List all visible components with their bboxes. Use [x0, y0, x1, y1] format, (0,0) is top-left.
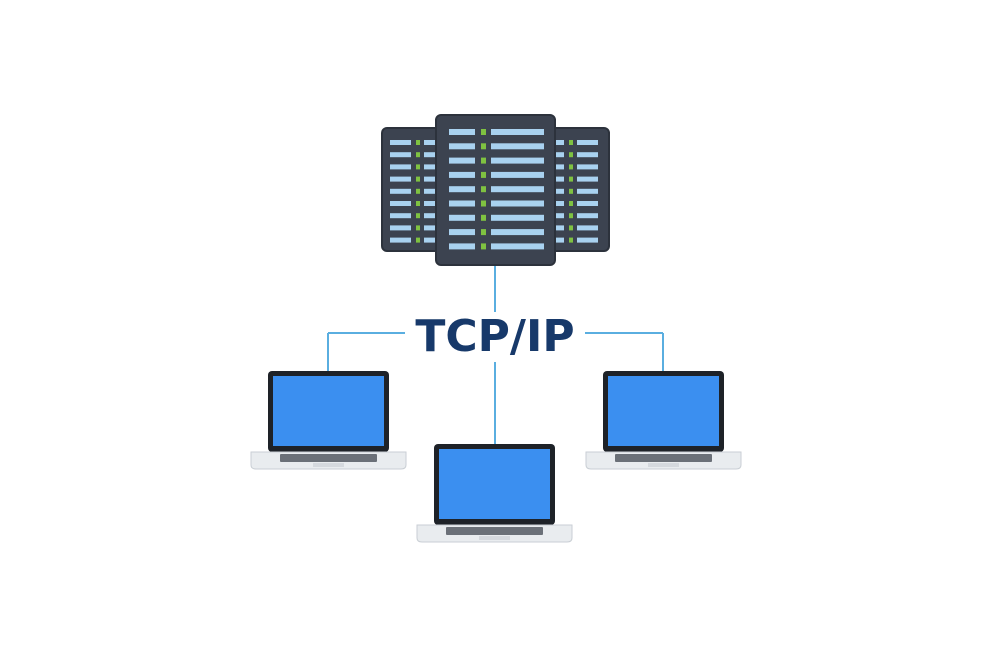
laptop-touchpad	[648, 463, 679, 467]
laptop-screen	[439, 449, 550, 519]
drive-slot	[449, 229, 475, 236]
status-led	[569, 140, 573, 145]
status-led	[481, 129, 486, 135]
drive-bay	[491, 214, 544, 221]
drive-slot	[390, 176, 411, 182]
drive-slot	[390, 140, 411, 145]
status-led	[416, 140, 420, 145]
laptop-right	[585, 371, 742, 470]
status-led	[416, 152, 420, 158]
drive-bay	[424, 164, 445, 170]
drive-slot	[449, 200, 475, 207]
drive-bay	[491, 171, 544, 178]
drive-bay	[491, 143, 544, 150]
laptop-keyboard	[446, 527, 543, 535]
status-led	[569, 188, 573, 194]
status-led	[569, 164, 573, 170]
drive-slot	[449, 157, 475, 164]
drive-bay	[424, 140, 445, 145]
drive-slot	[390, 237, 411, 243]
status-led	[481, 143, 486, 150]
status-led	[416, 176, 420, 182]
drive-bay	[424, 201, 445, 206]
drive-bay	[577, 152, 598, 158]
drive-bay	[577, 237, 598, 243]
drive-slot	[390, 152, 411, 158]
drive-bay	[577, 164, 598, 170]
status-led	[481, 186, 486, 193]
status-led	[416, 237, 420, 243]
laptop-center	[416, 444, 573, 543]
status-led	[569, 225, 573, 231]
drive-bay	[491, 229, 544, 236]
drive-bay	[424, 176, 445, 182]
status-led	[416, 213, 420, 219]
laptop-keyboard	[615, 454, 712, 462]
laptop-touchpad	[479, 536, 510, 540]
status-led	[416, 201, 420, 206]
drive-slot	[449, 129, 475, 135]
status-led	[569, 237, 573, 243]
laptop-screen	[273, 376, 384, 446]
status-led	[569, 176, 573, 182]
status-led	[569, 213, 573, 219]
status-led	[481, 157, 486, 164]
drive-bay	[491, 200, 544, 207]
status-led	[416, 225, 420, 231]
drive-bay	[577, 176, 598, 182]
connector-lines	[327, 265, 664, 445]
laptop-screen	[608, 376, 719, 446]
drive-bay	[577, 188, 598, 194]
tcp-ip-label: TCP/IP	[415, 311, 574, 362]
laptop-touchpad	[313, 463, 344, 467]
drive-bay	[491, 243, 544, 250]
status-led	[569, 152, 573, 158]
drive-slot	[449, 171, 475, 178]
status-led	[481, 200, 486, 207]
status-led	[481, 243, 486, 250]
drive-bay	[491, 129, 544, 135]
server-rack-icon	[381, 114, 610, 266]
drive-bay	[424, 213, 445, 219]
server-rack-center	[435, 114, 556, 266]
drive-bay	[491, 157, 544, 164]
drive-slot	[390, 201, 411, 206]
drive-bay	[491, 186, 544, 193]
drive-slot	[390, 225, 411, 231]
drive-bay	[577, 213, 598, 219]
drive-slot	[449, 143, 475, 150]
drive-bay	[424, 152, 445, 158]
drive-bay	[424, 188, 445, 194]
status-led	[481, 229, 486, 236]
drive-bay	[577, 140, 598, 145]
status-led	[481, 214, 486, 221]
laptop-left	[250, 371, 407, 470]
drive-slot	[390, 188, 411, 194]
status-led	[481, 171, 486, 178]
drive-slot	[449, 243, 475, 250]
status-led	[416, 188, 420, 194]
drive-bay	[577, 201, 598, 206]
drive-bay	[424, 237, 445, 243]
drive-slot	[449, 186, 475, 193]
drive-slot	[390, 164, 411, 170]
drive-slot	[390, 213, 411, 219]
status-led	[569, 201, 573, 206]
status-led	[416, 164, 420, 170]
drive-bay	[577, 225, 598, 231]
drive-slot	[449, 214, 475, 221]
drive-bay	[424, 225, 445, 231]
laptops	[250, 371, 742, 543]
laptop-keyboard	[280, 454, 377, 462]
